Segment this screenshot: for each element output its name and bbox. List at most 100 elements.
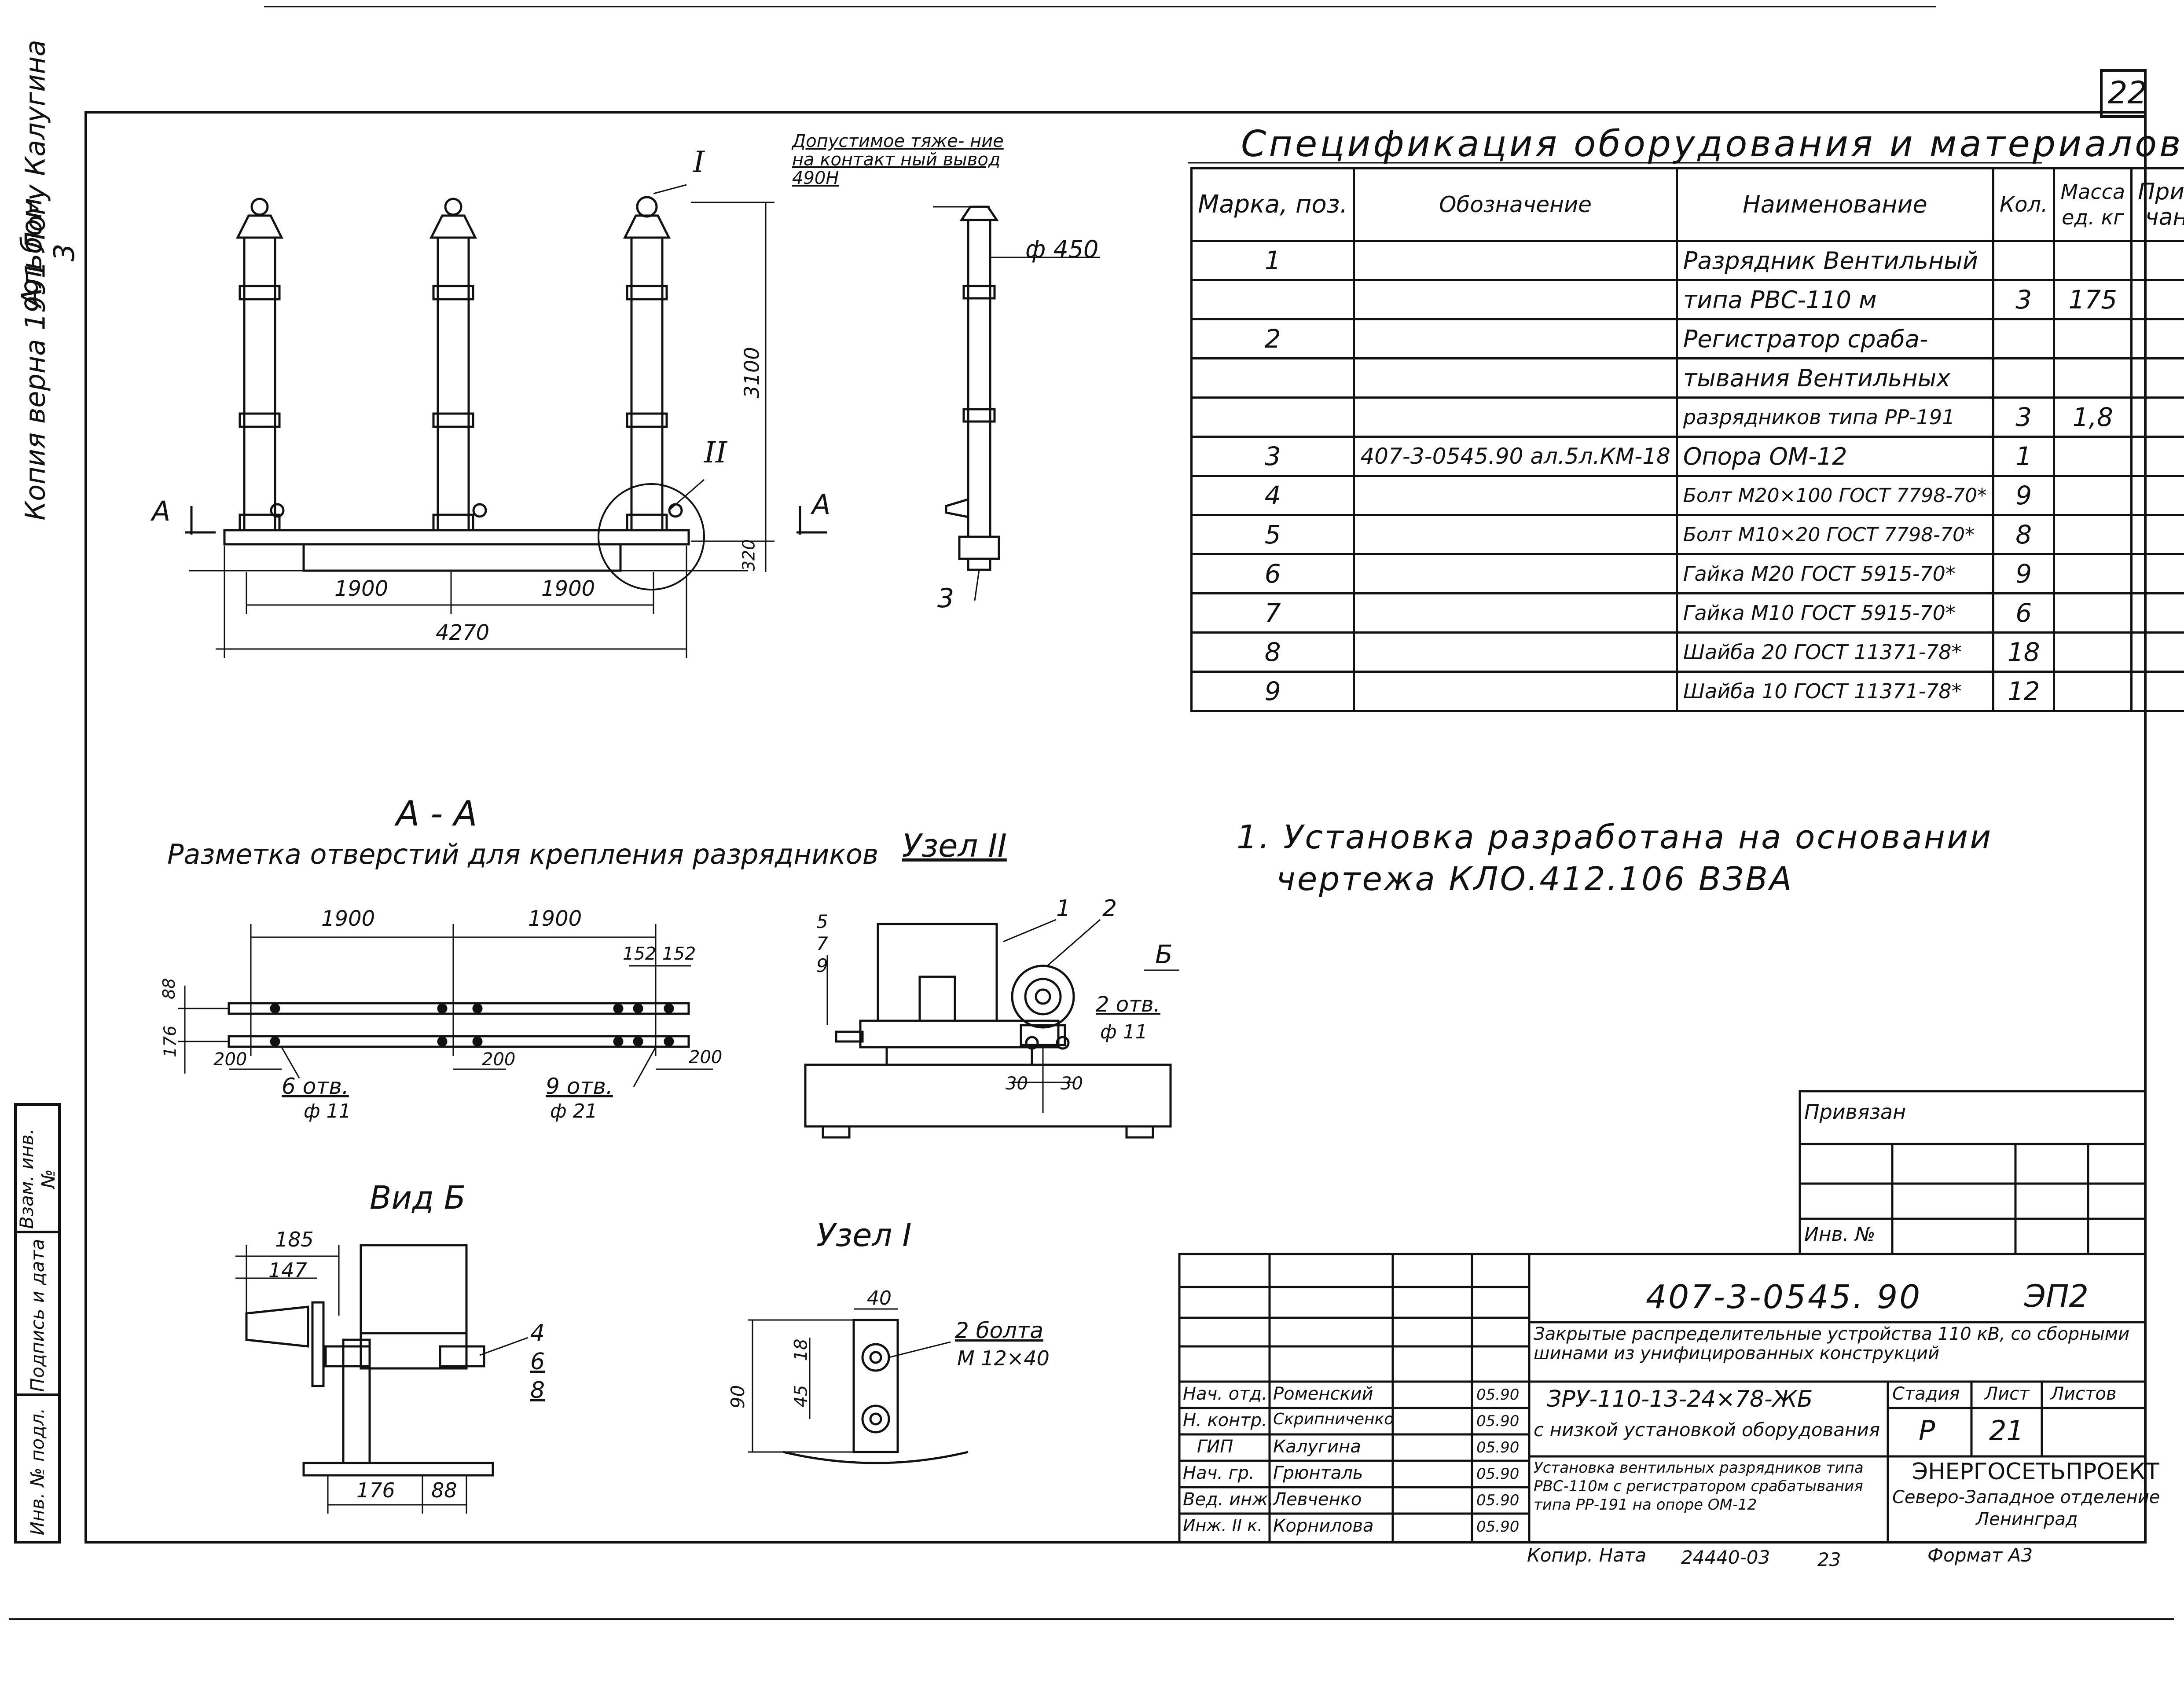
view-b-dim-88: 88 [431, 1478, 457, 1502]
staff-name: Корнилова [1273, 1516, 1374, 1536]
dim-phi450: ф 450 [1025, 235, 1099, 263]
node-i-bolts-size: М 12×40 [957, 1346, 1050, 1370]
spec-cell [2130, 475, 2184, 516]
node-ii-title: Узел II [902, 827, 1007, 864]
spec-cell [1353, 240, 1678, 281]
node-i-dim-90: 90 [727, 1385, 749, 1409]
view-b-pos-6: 6 [530, 1349, 545, 1375]
subtitle-code: ЗРУ-110-13-24×78-ЖБ [1547, 1386, 1813, 1412]
dim-aa-176: 176 [160, 1025, 180, 1058]
spec-cell [1992, 240, 2056, 281]
spec-row: 9 Шайба 10 ГОСТ 11371-78* 12 [1190, 671, 2184, 712]
spec-row: тывания Вентильных [1190, 357, 2184, 399]
spec-cell [2130, 514, 2184, 555]
spec-cell: 8 [1992, 514, 2056, 555]
stage-value: Р [1919, 1415, 1935, 1447]
spec-cell: Шайба 20 ГОСТ 11371-78* [1675, 631, 1995, 673]
node-ii-pos-9: 9 [816, 955, 828, 976]
spec-header-designation: Обозначение [1353, 167, 1678, 242]
strip-inv-podl: Инв. № подл. [26, 1408, 48, 1536]
node-ii-pos-1: 1 [1056, 895, 1071, 922]
spec-cell [1353, 553, 1678, 594]
spec-row: 4 Болт М20×100 ГОСТ 7798-70* 9 [1190, 475, 2184, 516]
spec-cell [2053, 631, 2133, 673]
node-i-title: Узел I [816, 1217, 912, 1254]
spec-cell: Шайба 10 ГОСТ 11371-78* [1675, 671, 1995, 712]
staff-date: 05.90 [1476, 1518, 1520, 1536]
note-line-1: 1. Установка разработана на основании [1237, 818, 1993, 856]
dim-3100: 3100 [740, 347, 764, 399]
spec-cell: Гайка М10 ГОСТ 5915-70* [1675, 592, 1995, 634]
spec-cell: Гайка М20 ГОСТ 5915-70* [1675, 553, 1995, 594]
spec-cell: 12 [1992, 671, 2056, 712]
sheet-number: 22 [2108, 75, 2147, 111]
spec-cell [2053, 475, 2133, 516]
spec-cell: типа РВС-110 м [1675, 279, 1995, 320]
view-b-pos-8: 8 [530, 1377, 545, 1404]
spec-cell [2053, 436, 2133, 477]
dim-aa-200b: 200 [482, 1049, 516, 1070]
dim-aa-200c: 200 [689, 1047, 723, 1067]
spec-title: Спецификация оборудования и материалов [1241, 123, 2184, 165]
spec-row: 3 407-3-0545.90 ал.5л.КМ-18 Опора ОМ-12 … [1190, 436, 2184, 477]
spec-cell [1353, 396, 1678, 438]
spec-cell: 3 [1190, 436, 1355, 477]
drawing-title: Установка вентильных разрядников типа РВ… [1534, 1459, 1864, 1514]
sheet-value: 21 [1989, 1415, 2024, 1447]
spec-cell [1353, 279, 1678, 320]
spec-cell [1992, 318, 2056, 359]
spec-cell [2130, 631, 2184, 673]
node-ii-dim-30b: 30 [1061, 1074, 1083, 1094]
spec-cell: 2 [1190, 318, 1355, 359]
view-b-dim-185: 185 [275, 1228, 314, 1251]
spec-cell [2130, 396, 2184, 438]
spec-cell: 8 [1190, 631, 1355, 673]
spec-header-qty: Кол. [1992, 167, 2056, 242]
holes-6-label: 6 отв. [282, 1074, 349, 1099]
spec-row: 5 Болт М10×20 ГОСТ 7798-70* 8 [1190, 514, 2184, 555]
staff-name: Скрипниченко [1273, 1410, 1394, 1428]
inv-label: Инв. № [1804, 1223, 1876, 1246]
staff-role: Вед. инж. [1183, 1489, 1274, 1510]
spec-cell: Опора ОМ-12 [1675, 436, 1995, 477]
dim-aa-88: 88 [159, 978, 179, 1000]
spec-row: 7 Гайка М10 ГОСТ 5915-70* 6 [1190, 592, 2184, 634]
spec-row: 6 Гайка М20 ГОСТ 5915-70* 9 [1190, 553, 2184, 594]
node-ii-pos-5: 5 [816, 911, 828, 932]
staff-role: Инж. II к. [1183, 1516, 1263, 1535]
org-city: Ленинград [1976, 1509, 2078, 1529]
dim-aa-152a: 152 [623, 944, 657, 964]
sheets-label: Листов [2051, 1384, 2117, 1404]
spec-cell [2053, 553, 2133, 594]
spec-cell: 407-3-0545.90 ал.5л.КМ-18 [1353, 436, 1678, 477]
view-b-dim-176: 176 [356, 1478, 395, 1502]
org-name: ЭНЕРГОСЕТЬПРОЕКТ [1912, 1459, 2159, 1485]
staff-name: Левченко [1273, 1489, 1362, 1510]
strip-sign-date: Подпись и дата [26, 1239, 48, 1392]
staff-name: Роменский [1273, 1384, 1373, 1404]
doc-code: 407-3-0545. 90 [1646, 1278, 1922, 1316]
spec-cell: 1 [1992, 436, 2056, 477]
spec-cell: 1 [1190, 240, 1355, 281]
spec-cell [1190, 279, 1355, 320]
spec-row: типа РВС-110 м 3 175 [1190, 279, 2184, 320]
spec-cell [2053, 318, 2133, 359]
spec-cell [2053, 592, 2133, 634]
spec-cell: 9 [1190, 671, 1355, 712]
spec-cell [1190, 396, 1355, 438]
strip-vzam: Взам. инв. № [16, 1128, 59, 1229]
node-ii-view-b: Б [1155, 939, 1173, 969]
callout-i: I [693, 145, 705, 179]
spec-row: 2 Регистратор сраба- [1190, 318, 2184, 359]
spec-cell [1353, 514, 1678, 555]
spec-cell: 9 [1992, 475, 2056, 516]
project-title: Закрытые распределительные устройства 11… [1534, 1324, 2130, 1364]
spec-cell: 4 [1190, 475, 1355, 516]
spec-table: Марка, поз. Обозначение Наименование Кол… [1190, 167, 2184, 712]
holes-9-diameter: ф 21 [550, 1100, 598, 1122]
spec-row: разрядников типа РР-191 3 1,8 [1190, 396, 2184, 438]
spec-cell: 6 [1992, 592, 2056, 634]
view-b-pos-4: 4 [530, 1320, 545, 1346]
staff-date: 05.90 [1476, 1386, 1520, 1404]
spec-cell: 9 [1992, 553, 2056, 594]
